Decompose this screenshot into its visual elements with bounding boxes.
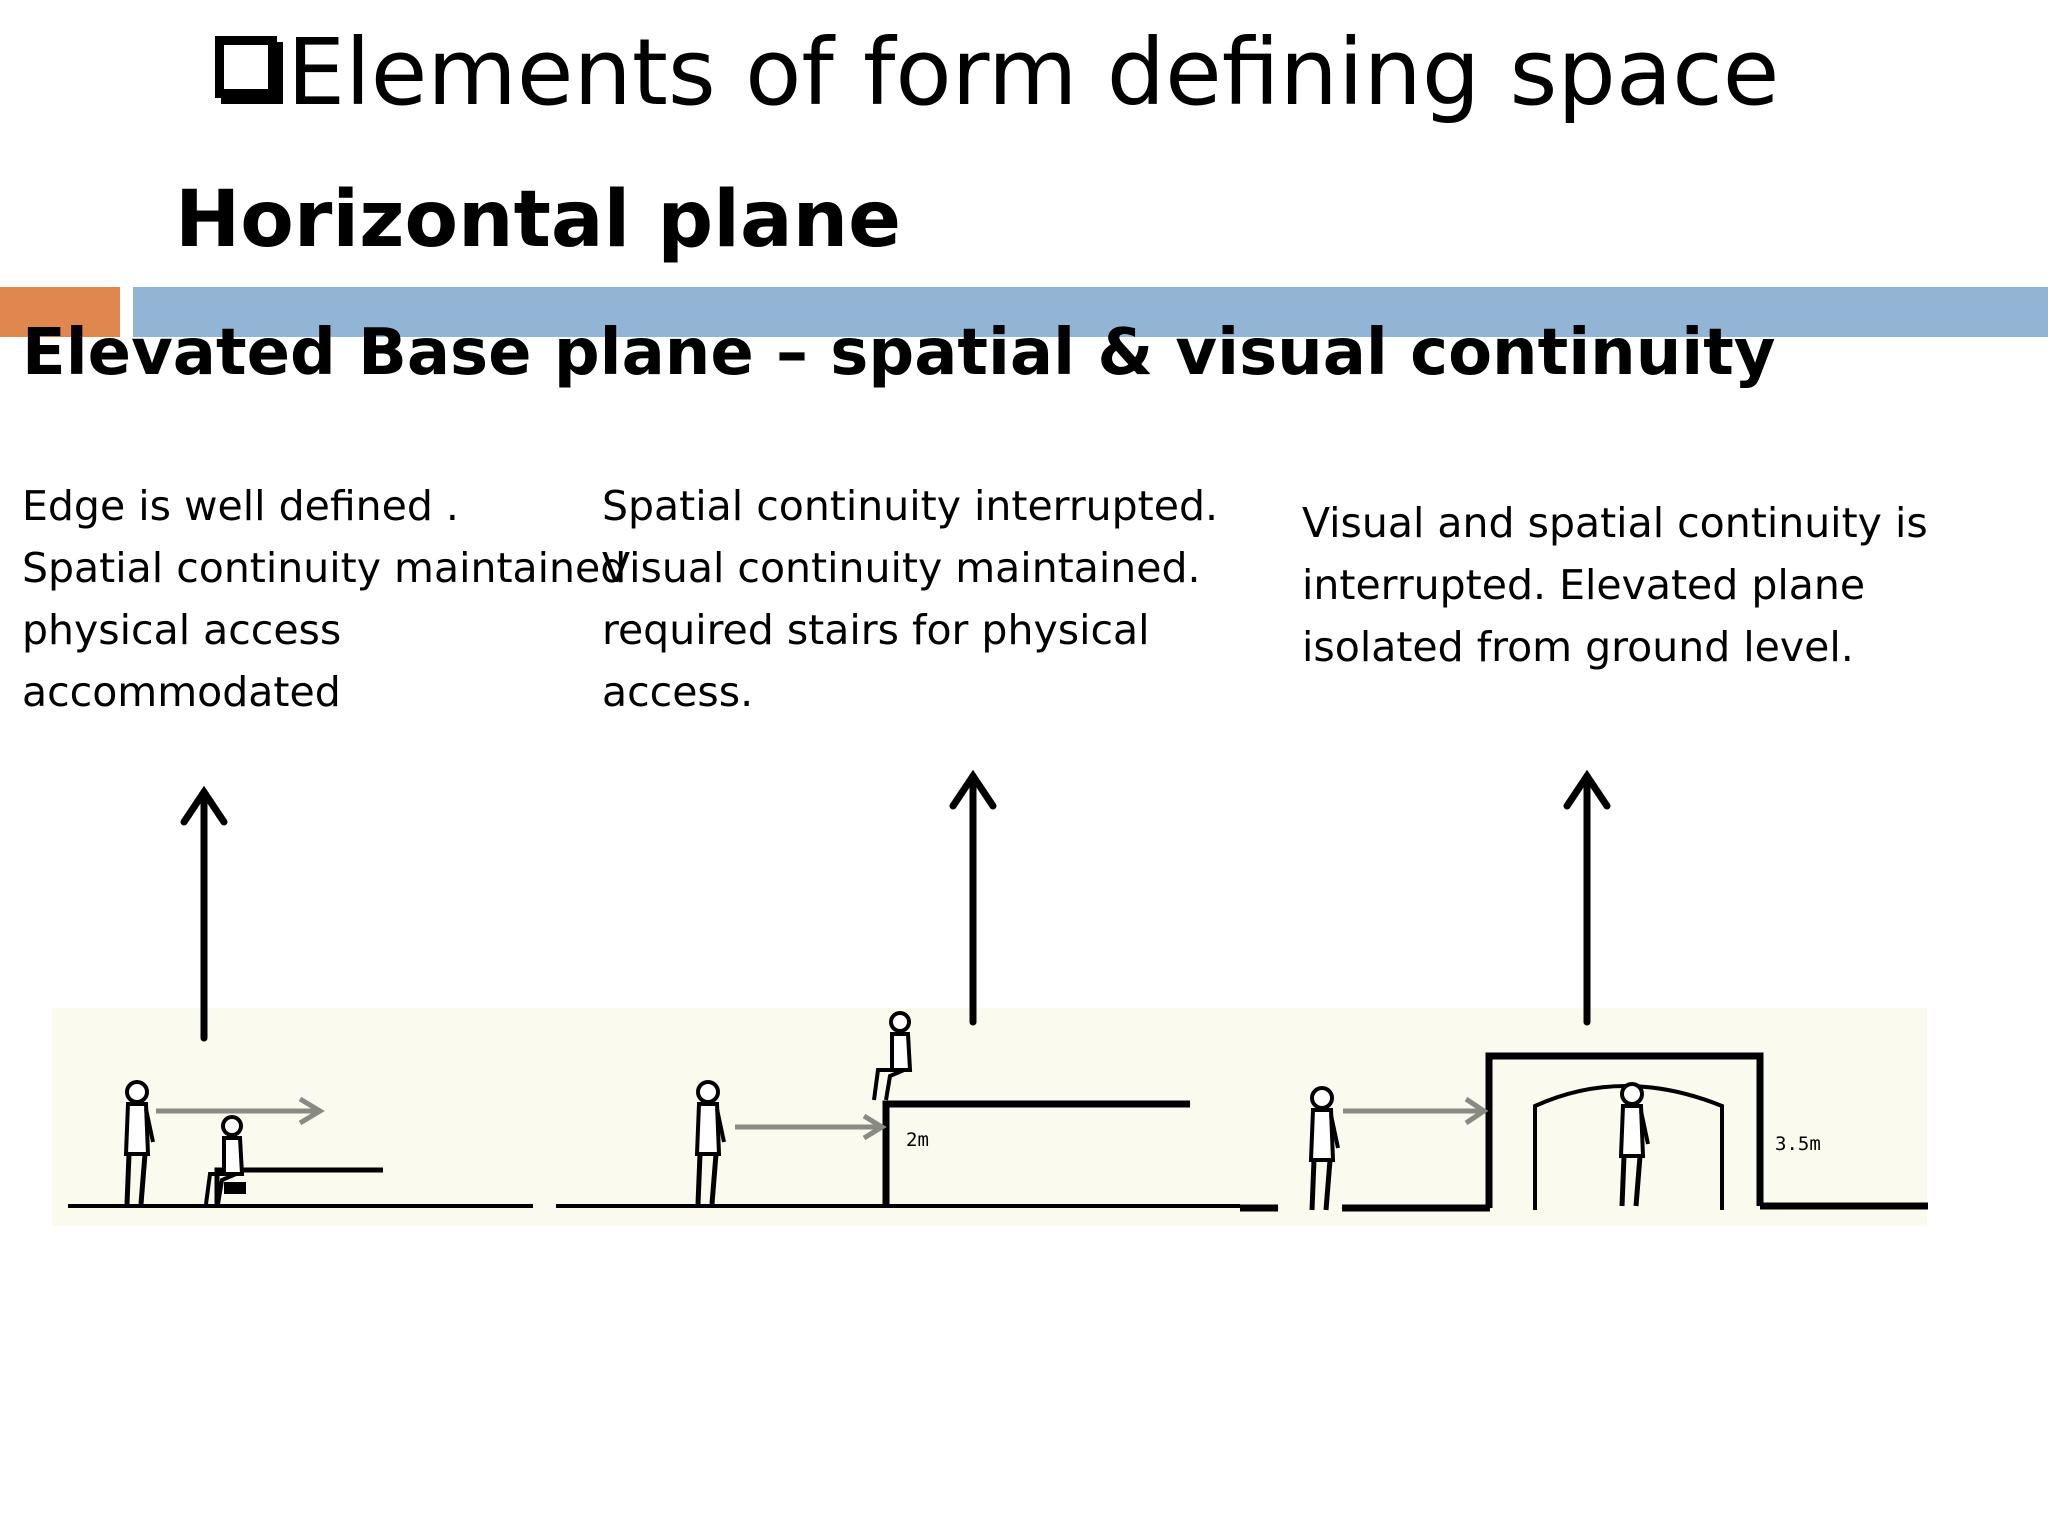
elevated-enclosure bbox=[1485, 1052, 1764, 1208]
description-3-line: isolated from ground level. bbox=[1302, 623, 1854, 671]
description-1-line: accommodated bbox=[22, 668, 341, 716]
diagram-2-section: 2m bbox=[556, 1011, 1278, 1212]
diagram-3-section: 3.5m bbox=[1311, 1052, 1928, 1210]
description-1: Edge is well defined . Spatial continuit… bbox=[22, 475, 626, 723]
description-2-line: required stairs for physical bbox=[602, 606, 1150, 654]
elevated-plane bbox=[882, 1100, 1190, 1206]
section-heading: Elevated Base plane – spatial & visual c… bbox=[22, 316, 1776, 390]
checkbox-bullet-icon bbox=[215, 36, 277, 98]
description-3: Visual and spatial continuity is interru… bbox=[1302, 492, 1928, 678]
description-2-line: Spatial continuity interrupted. bbox=[602, 482, 1219, 530]
slide-title-text: Elements of form defining space bbox=[287, 19, 1780, 126]
diagram-panel bbox=[52, 1008, 1927, 1226]
description-1-line: Edge is well defined . bbox=[22, 482, 459, 530]
up-arrow-icon bbox=[180, 785, 228, 1042]
up-arrow-icon bbox=[1563, 769, 1611, 1026]
up-arrow-icon bbox=[949, 769, 997, 1026]
diagram-1-section bbox=[68, 1082, 533, 1208]
horizontal-arrow-icon bbox=[1343, 1096, 1489, 1126]
description-2-line: Visual continuity maintained. bbox=[602, 544, 1201, 592]
description-1-line: physical access bbox=[22, 606, 342, 654]
panel-background bbox=[52, 1008, 1927, 1226]
accent-bar-blue bbox=[133, 287, 2048, 337]
raised-platform bbox=[214, 1167, 383, 1206]
description-2-line: access. bbox=[602, 668, 754, 716]
height-label: 3.5m bbox=[1775, 1133, 1821, 1155]
description-1-line: Spatial continuity maintained bbox=[22, 544, 627, 592]
height-label: 2m bbox=[906, 1129, 929, 1151]
platform-step-mark bbox=[224, 1182, 246, 1194]
description-3-line: Visual and spatial continuity is bbox=[1302, 499, 1928, 547]
accent-bar-orange bbox=[0, 287, 120, 337]
slide-subtitle: Horizontal plane bbox=[175, 175, 902, 265]
horizontal-arrow-icon bbox=[735, 1113, 887, 1141]
slide-title: Elements of form defining space bbox=[215, 22, 1779, 123]
description-2: Spatial continuity interrupted. Visual c… bbox=[602, 475, 1218, 723]
horizontal-arrow-icon bbox=[156, 1096, 325, 1126]
description-3-line: interrupted. Elevated plane bbox=[1302, 561, 1866, 609]
